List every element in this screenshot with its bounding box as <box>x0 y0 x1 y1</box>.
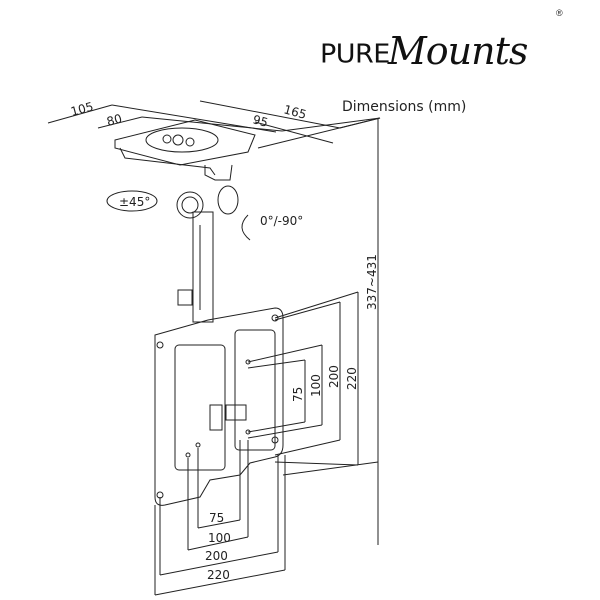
dim-h-200: 200 <box>205 549 228 563</box>
dimensions-title: Dimensions (mm) <box>342 99 467 115</box>
dim-v-200: 200 <box>327 365 341 388</box>
dim-80: 80 <box>105 111 123 128</box>
swivel-arrow-icon <box>106 190 158 212</box>
ceiling-plate <box>114 119 256 176</box>
dim-165: 165 <box>282 102 308 121</box>
top-dimension-lines <box>47 100 381 545</box>
mount-arm <box>176 164 239 323</box>
swivel-label: ±45° <box>119 195 150 209</box>
dim-105: 105 <box>69 99 95 118</box>
tilt-arrow-icon <box>241 214 251 241</box>
dim-95: 95 <box>251 112 269 129</box>
vesa-vertical-dims <box>247 291 379 476</box>
vesa-plate <box>154 307 284 506</box>
dim-h-75: 75 <box>209 511 224 525</box>
registered-mark: ® <box>556 8 563 18</box>
brand-logo-mounts: Mounts <box>387 29 529 73</box>
dim-h-220: 220 <box>207 568 230 582</box>
dim-v-100: 100 <box>309 374 323 397</box>
vesa-horizontal-dims <box>154 440 286 596</box>
height-range-label: 337~431 <box>365 254 379 310</box>
dim-h-100: 100 <box>208 531 231 545</box>
dim-v-75: 75 <box>291 387 305 402</box>
dim-v-220: 220 <box>345 367 359 390</box>
brand-logo-pure: PURE <box>320 39 390 70</box>
brand-logo: PURE Mounts ® <box>320 8 563 78</box>
tilt-label: 0°/-90° <box>260 214 303 228</box>
